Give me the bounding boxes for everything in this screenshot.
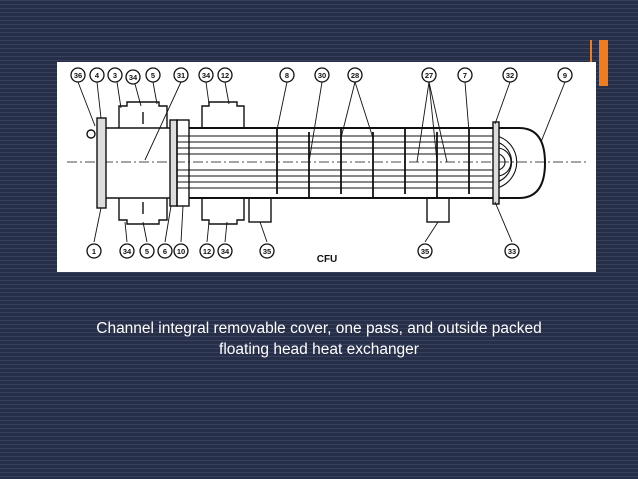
callout-label: 35 — [421, 247, 429, 256]
callout-label: 6 — [163, 247, 167, 256]
callout-label: 7 — [463, 71, 467, 80]
callout-label: 5 — [145, 247, 149, 256]
left-saddle-support — [248, 197, 272, 223]
accent-bar-thick — [599, 40, 608, 86]
cover-lifting-lug — [86, 129, 96, 139]
callout-label: 12 — [203, 247, 211, 256]
channel-cover — [96, 117, 107, 209]
callout-label: 12 — [221, 71, 229, 80]
callout-label: 28 — [351, 71, 359, 80]
callout-label: 34 — [129, 73, 138, 82]
callout-label: 36 — [74, 71, 82, 80]
diagram-svg: 36 4 3 34 5 31 34 12 8 30 28 27 7 32 9 1… — [67, 67, 589, 265]
callout-label: 32 — [506, 71, 514, 80]
shell-flange — [176, 119, 190, 207]
callout-leaders — [77, 81, 566, 243]
floating-head-flange — [492, 121, 500, 205]
right-saddle-support — [426, 197, 450, 223]
callout-label: 5 — [151, 71, 155, 80]
callout-label: 4 — [95, 71, 100, 80]
slide-caption: Channel integral removable cover, one pa… — [40, 318, 598, 360]
diagram-title: CFU — [317, 254, 338, 265]
callout-label: 34 — [221, 247, 230, 256]
shell-top-nozzle — [201, 101, 245, 128]
shell-cover — [499, 127, 547, 199]
callout-label: 10 — [177, 247, 185, 256]
diagram-drawing — [67, 101, 589, 225]
callout-label: 31 — [177, 71, 185, 80]
callout-label: 34 — [123, 247, 132, 256]
callout-label: 33 — [508, 247, 516, 256]
callout-label: 8 — [285, 71, 289, 80]
caption-line-1: Channel integral removable cover, one pa… — [96, 320, 542, 337]
callout-labels: 36 4 3 34 5 31 34 12 8 30 28 27 7 32 9 1… — [74, 71, 567, 256]
callout-label: 35 — [263, 247, 271, 256]
shell-bottom-nozzle — [201, 198, 245, 225]
callout-label: 30 — [318, 71, 326, 80]
heat-exchanger-diagram: 36 4 3 34 5 31 34 12 8 30 28 27 7 32 9 1… — [57, 62, 596, 272]
caption-line-2: floating head heat exchanger — [219, 341, 419, 358]
callout-label: 34 — [202, 71, 211, 80]
callout-label: 1 — [92, 247, 96, 256]
callout-label: 3 — [113, 71, 117, 80]
tubesheet — [169, 119, 178, 207]
baffles — [276, 128, 470, 198]
callout-label: 27 — [425, 71, 433, 80]
tube-bundle — [177, 135, 497, 189]
callout-circles — [70, 67, 573, 259]
callout-label: 9 — [563, 71, 567, 80]
